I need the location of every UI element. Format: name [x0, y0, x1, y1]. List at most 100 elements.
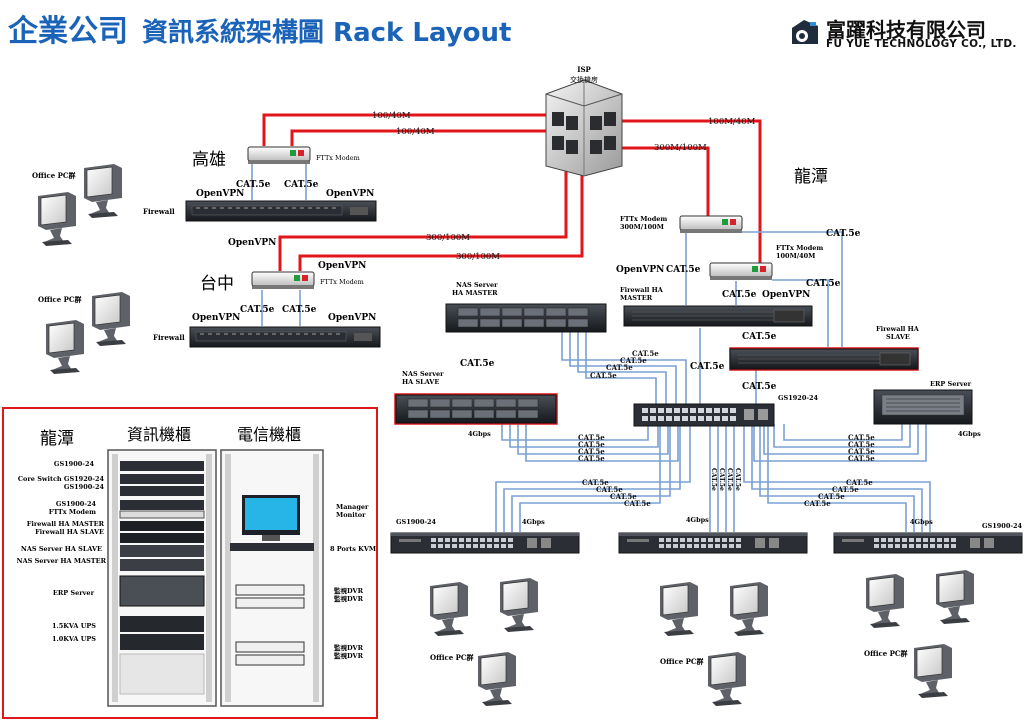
cat-e4: CAT.5e: [804, 499, 831, 508]
lt-mid-pc-1: [659, 581, 699, 637]
kh-openvpn-1: OpenVPN: [196, 189, 244, 199]
rack-left-label-1-line-1: GS1900-24: [64, 483, 105, 491]
rack-left-label-4-line-0: NAS Server HA SLAVE: [21, 545, 102, 553]
wan-link-tc-2: [298, 170, 584, 271]
rl-8: 1.0KVA UPS: [52, 635, 96, 643]
lt-modem-300: [679, 215, 743, 234]
rl-0: GS1900-24: [54, 460, 95, 468]
rack-left-label-1-line-0: Core Switch GS1920-24: [18, 475, 105, 483]
core-switch-label: GS1920-24: [778, 394, 819, 402]
lt-right-pc-3: [913, 643, 953, 699]
nas-cat5e: CAT.5e: [460, 359, 495, 369]
cat-d3: CAT.5e: [610, 492, 637, 501]
rl-4: NAS Server HA SLAVE: [21, 545, 102, 553]
rack-left-label-3-line-0: Firewall HA MASTER: [27, 520, 105, 528]
isp-building: [545, 79, 623, 177]
lt-right-office: Office PC群: [864, 649, 908, 658]
wan-link-lt-2: [614, 146, 710, 216]
lt-modem-100-line2: 100M/40M: [776, 252, 815, 260]
lt-cat5e-2: CAT.5e: [826, 229, 861, 239]
kh-firewall-label: Firewall: [143, 207, 175, 216]
cat-b2: CAT.5e: [578, 440, 605, 449]
site-kaohsiung: 高雄: [192, 150, 226, 170]
page-title: 企業公司資訊系統架構圖 Rack Layout: [8, 6, 511, 50]
lt-left-pc-3: [477, 651, 517, 707]
nas-slave-highlight: [394, 393, 558, 425]
lt-left-pc-1: [429, 581, 469, 637]
nas-slave-line2: HA SLAVE: [402, 378, 439, 386]
cat-d2: CAT.5e: [596, 485, 623, 494]
lt-cat5e-6: CAT.5e: [690, 362, 725, 372]
wan-link-lt-1: [614, 119, 762, 264]
cat-a3: CAT.5e: [606, 363, 633, 372]
rl-6: ERP Server: [53, 589, 95, 597]
site-taichung: 台中: [200, 274, 234, 294]
rack-site: 龍潭: [40, 429, 74, 449]
telecom-rack-title: 電信機櫃: [237, 425, 301, 444]
rack-right-label-2-line-1: 監視DVR: [334, 594, 364, 603]
kh-office-pc: Office PC群: [32, 171, 76, 180]
rack-dvr-2: [235, 597, 305, 609]
rack-left-label-2-line-1: FTTx Modem: [49, 508, 96, 516]
tc-pc-2: [45, 319, 85, 375]
cat-a1: CAT.5e: [632, 349, 659, 358]
site-longtan: 龍潭: [794, 167, 828, 187]
rack-dvr-1: [235, 584, 305, 596]
lt-openvpn-2: OpenVPN: [762, 290, 810, 300]
link-label-tc-2: 300/100M: [456, 252, 500, 262]
rl-7: 1.5KVA UPS: [52, 622, 96, 630]
isp-label-1: ISP: [577, 65, 591, 74]
link-label-lt-2: 300M/100M: [654, 143, 707, 153]
cat-a4: CAT.5e: [590, 371, 617, 380]
lt-cat5e-1: CAT.5e: [666, 265, 701, 275]
wan-link-kh-1: [262, 113, 546, 146]
rack-left-label-5-line-0: NAS Server HA MASTER: [17, 557, 107, 565]
edge-right-label: GS1900-24: [982, 522, 1023, 530]
nas-4gbps: 4Gbps: [468, 430, 491, 438]
cat-v4: CAT.5e: [734, 468, 741, 491]
tc-pc-1: [91, 291, 131, 347]
lt-right-pc-1: [865, 573, 905, 629]
kh-pc-2: [37, 191, 77, 247]
edge-switch-left: [390, 532, 580, 554]
company-name: 企業公司: [8, 14, 128, 49]
cat-v2: CAT.5e: [718, 468, 725, 491]
mid-4gbps: 4Gbps: [686, 516, 709, 524]
rack-core-switch: [120, 474, 204, 484]
isp-label-2: 交換機房: [570, 75, 598, 84]
diagram-subtitle: 資訊系統架構圖 Rack Layout: [142, 18, 512, 48]
cat-c2: CAT.5e: [848, 440, 875, 449]
lt-cat5e-5: CAT.5e: [742, 332, 777, 342]
lt-cat5e-7: CAT.5e: [742, 382, 777, 392]
cat-d1: CAT.5e: [582, 478, 609, 487]
rack-right-label-3-line-0: 監視DVR: [334, 643, 364, 652]
lt-modem-300-line2: 300M/100M: [620, 223, 664, 231]
rack-right-label-2-line-0: 監視DVR: [334, 586, 364, 595]
rack-right-label-1-line-0: 8 Ports KVM: [330, 545, 376, 553]
lt-cat5e-4: CAT.5e: [722, 290, 757, 300]
edge-switch-right: [833, 532, 1023, 554]
rack-left-label-2-line-0: GS1900-24: [56, 500, 97, 508]
rack-left-label-6-line-0: ERP Server: [53, 589, 95, 597]
cat-e2: CAT.5e: [832, 485, 859, 494]
rack-right-label-0-line-1: Monitor: [336, 511, 366, 519]
rack-right-label-0-line-0: Manager: [336, 503, 369, 511]
lt-left-pc-2: [499, 577, 539, 633]
kh-modem-label: FTTx Modem: [316, 154, 360, 162]
rack-ups-15: [120, 616, 204, 632]
rack-kvm: [230, 543, 314, 551]
kh-fttx-modem: [247, 146, 311, 165]
fw-ha-master: [623, 305, 813, 327]
lt-left-office: Office PC群: [430, 653, 474, 662]
logo-icon: [792, 20, 818, 44]
rack-left-label-7-line-0: 1.5KVA UPS: [52, 622, 96, 630]
rack-left-label-8-line-0: 1.0KVA UPS: [52, 635, 96, 643]
nas-master-line1: NAS Server: [456, 281, 498, 289]
